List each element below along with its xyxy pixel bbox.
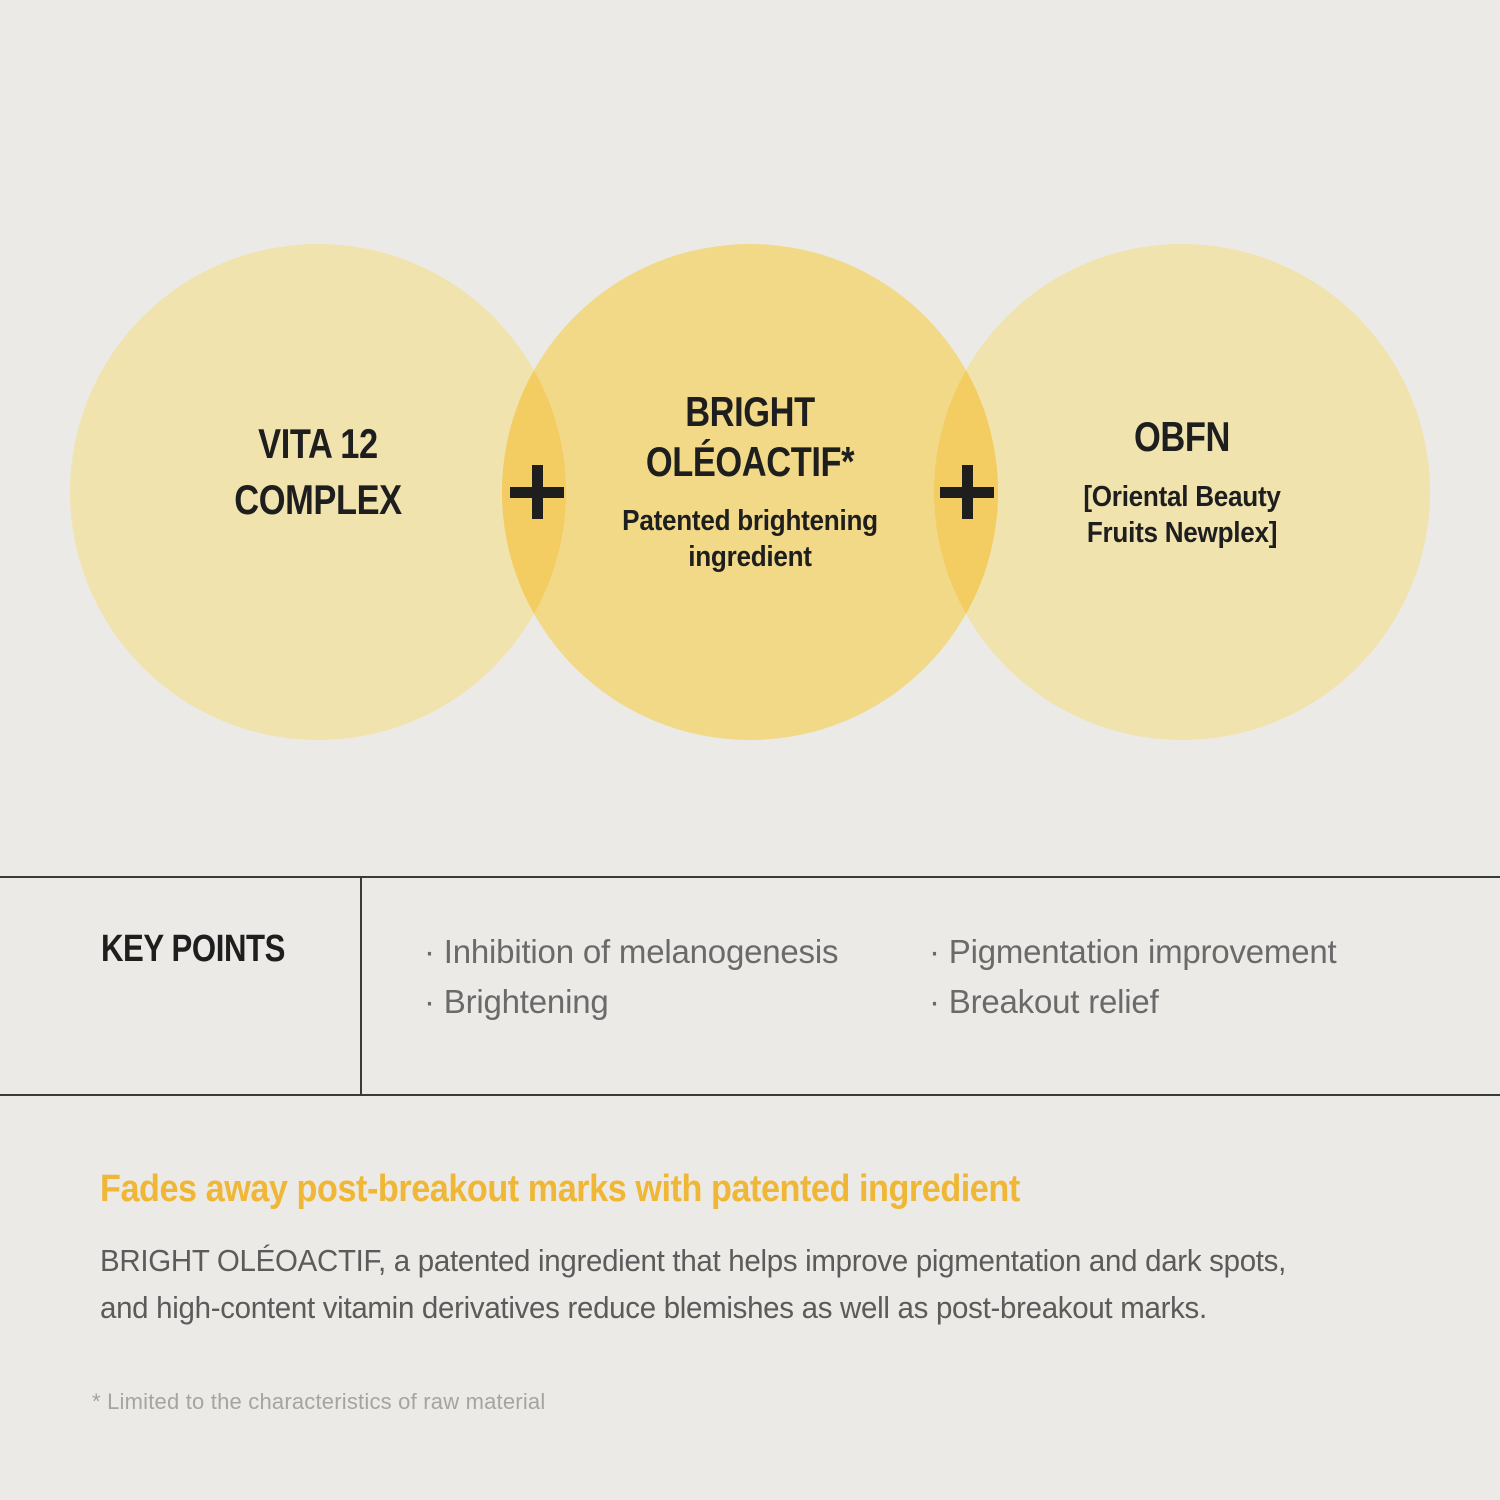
- obfn-subtitle: [Oriental Beauty Fruits Newplex]: [1083, 481, 1281, 549]
- venn-diagram: [70, 244, 1430, 740]
- plus-vertical-bar: [531, 465, 543, 519]
- plus-vertical-bar: [961, 465, 973, 519]
- key-points-column-2: · Pigmentation improvement · Breakout re…: [929, 933, 1337, 1020]
- bright-oleoactif-title: BRIGHT OLÉOACTIF*: [645, 388, 855, 485]
- bright-oleoactif-circle: [502, 244, 998, 740]
- footnote: * Limited to the characteristics of raw …: [92, 1389, 546, 1414]
- key-points-column-1: · Inhibition of melanogenesis · Brighten…: [424, 933, 839, 1020]
- vita12-label: VITA 12 COMPLEX: [118, 416, 518, 528]
- vita12-circle: [70, 244, 566, 740]
- key-points-divider: [360, 878, 362, 1094]
- obfn-circle: [934, 244, 1430, 740]
- bright-oleoactif-label: BRIGHT OLÉOACTIF* Patented brightening i…: [550, 387, 950, 575]
- key-points-section: KEY POINTS · Inhibition of melanogenesis…: [0, 876, 1500, 1096]
- obfn-title: OBFN: [1134, 413, 1230, 460]
- bright-oleoactif-subtitle: Patented brightening ingredient: [622, 505, 878, 573]
- vita12-title: VITA 12 COMPLEX: [234, 420, 402, 523]
- key-points-label: KEY POINTS: [100, 928, 286, 970]
- description-headline: Fades away post-breakout marks with pate…: [100, 1168, 1020, 1210]
- plus-icon: [940, 465, 994, 519]
- obfn-label: OBFN [Oriental Beauty Fruits Newplex]: [982, 412, 1382, 551]
- description-body: BRIGHT OLÉOACTIF, a patented ingredient …: [100, 1243, 1287, 1325]
- plus-icon: [510, 465, 564, 519]
